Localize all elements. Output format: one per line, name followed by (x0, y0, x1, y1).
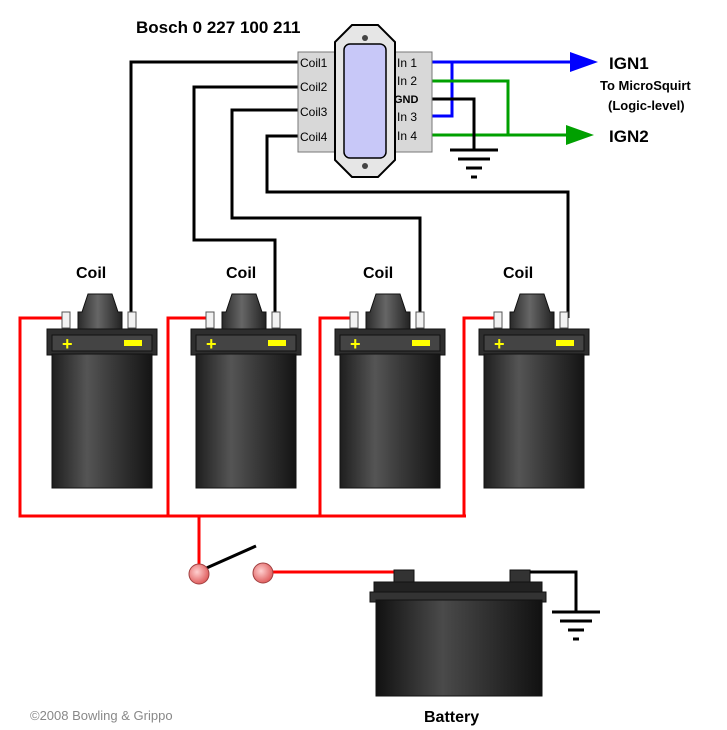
battery-label: Battery (424, 709, 479, 726)
ign2-arrow-icon (566, 125, 594, 145)
pin-coil1: Coil1 (300, 56, 328, 70)
pin-coil2: Coil2 (300, 80, 328, 94)
coil-2-label: Coil (226, 265, 256, 282)
output-wires (432, 60, 575, 150)
wire-battery-neg (530, 570, 578, 612)
wire-coil2 (192, 85, 300, 318)
ign1-label: IGN1 (609, 54, 649, 73)
wire-coil4 (265, 134, 570, 318)
wire-in3-blue (432, 62, 454, 118)
wire-coil3 (230, 108, 422, 318)
pin-in1: In 1 (397, 56, 417, 70)
svg-text:+: + (350, 334, 361, 354)
ground-icon (450, 148, 498, 179)
wire-red-coil3 (318, 316, 352, 516)
pin-gnd: GND (394, 94, 419, 106)
ignition-module: Coil1 Coil2 Coil3 Coil4 In 1 In 2 GND In… (297, 24, 433, 178)
copyright-text: ©2008 Bowling & Grippo (30, 708, 173, 723)
coil-4: Coil + (478, 265, 590, 489)
switch-icon (188, 544, 274, 585)
battery-ground-icon (552, 610, 600, 641)
wire-red-coil4 (462, 316, 496, 516)
power-wires (18, 316, 496, 590)
wire-coil1 (129, 60, 300, 318)
coil-3: Coil + (334, 265, 446, 489)
pin-in4: In 4 (397, 129, 417, 143)
logic-level-note: (Logic-level) (608, 98, 685, 113)
pin-in3: In 3 (397, 110, 417, 124)
wire-red-coil2 (166, 316, 209, 516)
diagram-title: Bosch 0 227 100 211 (136, 18, 300, 37)
pin-in2: In 2 (397, 74, 417, 88)
pin-coil3: Coil3 (300, 105, 328, 119)
coil-signal-wires (129, 60, 570, 318)
wire-red-coil1 (18, 316, 466, 518)
coil-1: Coil + (46, 265, 158, 489)
pin-coil4: Coil4 (300, 130, 328, 144)
svg-text:+: + (206, 334, 217, 354)
wire-gnd (432, 97, 476, 150)
coil-4-label: Coil (503, 265, 533, 282)
svg-text:+: + (62, 334, 73, 354)
ign1-arrow-icon (570, 52, 598, 72)
ign2-label: IGN2 (609, 127, 649, 146)
wire-in2 (432, 79, 510, 135)
coil-3-label: Coil (363, 265, 393, 282)
microsquirt-note: To MicroSquirt (600, 78, 691, 93)
coil-2: Coil + (190, 265, 302, 489)
svg-text:+: + (494, 334, 505, 354)
coil-1-label: Coil (76, 265, 106, 282)
battery-icon (369, 569, 547, 697)
